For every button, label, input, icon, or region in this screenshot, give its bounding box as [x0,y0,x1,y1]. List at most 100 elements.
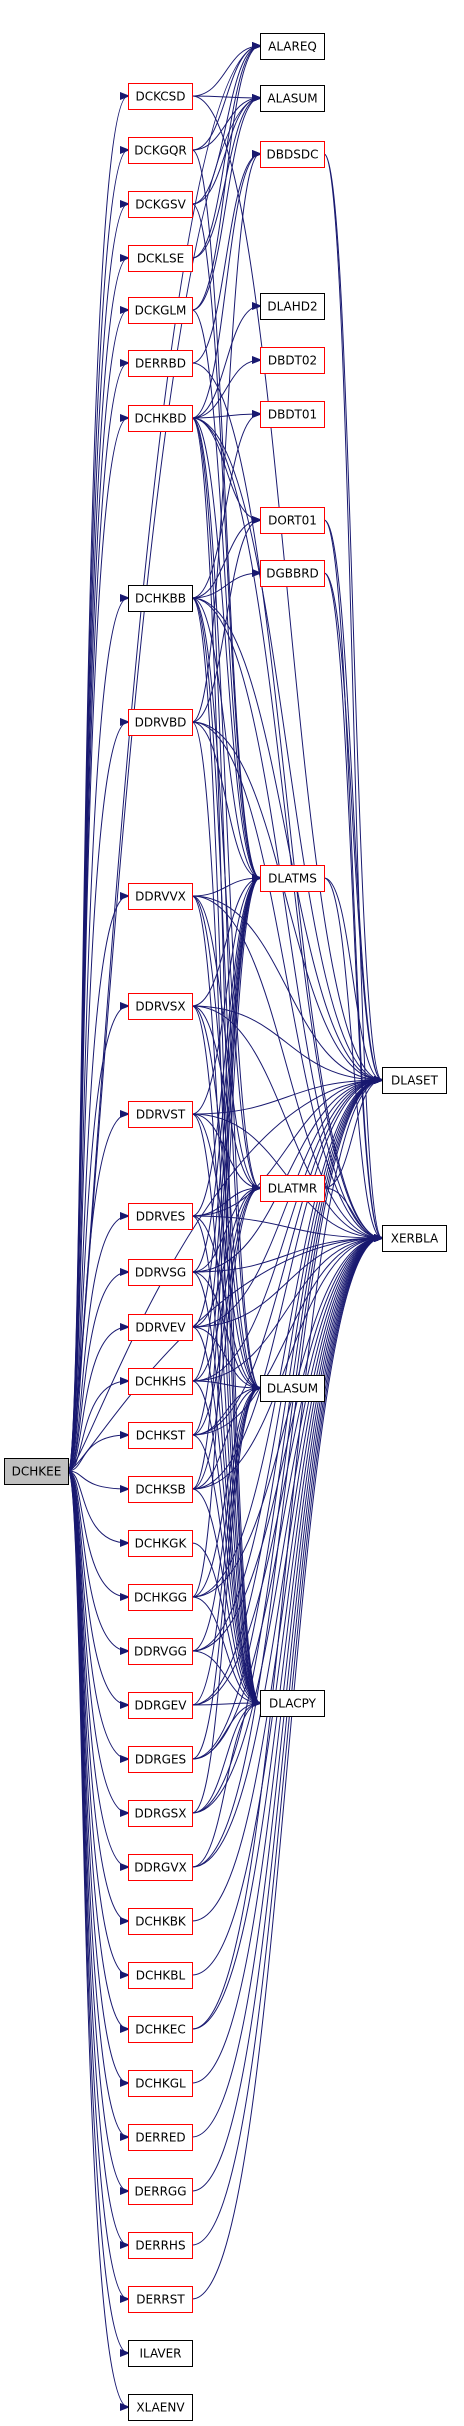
node-dchkbd[interactable]: DCHKBD [128,405,193,432]
edge-dbdsdc-to-xerbla [323,153,382,1238]
node-derrbd[interactable]: DERRBD [128,350,193,377]
edge-dlatmr-to-xerbla [323,1187,382,1238]
node-dchkhs[interactable]: DCHKHS [128,1368,193,1395]
node-label: DCHKEC [135,2023,185,2037]
node-dchksb[interactable]: DCHKSB [128,1476,193,1503]
edge-dchkbd-to-dlatmr [191,417,260,1188]
edge-dchkec-to-xerbla [191,1238,382,2030]
node-ddrgev[interactable]: DDRGEV [128,1692,193,1719]
node-dchkgk[interactable]: DCHKGK [128,1530,193,1557]
node-dort01[interactable]: DORT01 [260,507,325,534]
node-label: DLATMR [268,1182,318,1196]
node-dlatmr[interactable]: DLATMR [260,1175,325,1202]
node-box [128,350,193,377]
node-dcklse[interactable]: DCKLSE [128,245,193,272]
node-dbdt01[interactable]: DBDT01 [260,401,325,428]
node-derrgg[interactable]: DERRGG [128,2178,193,2205]
node-box [128,1854,193,1881]
edge-dchkst-to-dlaset [191,1080,382,1436]
node-dbdt02[interactable]: DBDT02 [260,347,325,374]
edge-dchkee-to-ddrvsx [67,1006,128,1472]
edge-dchkgl-to-xerbla [191,1238,382,2084]
node-xerbla[interactable]: XERBLA [382,1225,447,1252]
node-dchkbb[interactable]: DCHKBB [128,585,193,612]
node-dchkec[interactable]: DCHKEC [128,2016,193,2043]
node-box [128,585,193,612]
node-dckgsv[interactable]: DCKGSV [128,191,193,218]
node-dlacpy[interactable]: DLACPY [260,1690,325,1717]
node-ddrvst[interactable]: DDRVST [128,1101,193,1128]
edge-ddrvvx-to-dlatmr [191,895,260,1188]
node-dckcsd[interactable]: DCKCSD [128,83,193,110]
edge-ddrvvx-to-dlasum [191,895,260,1388]
edge-derrhs-to-xerbla [191,1238,382,2246]
edge-dchkbl-to-xerbla [191,1238,382,1976]
node-label: DDRVSX [135,1000,185,1014]
node-label: DDRGVX [134,1861,187,1875]
node-alareq[interactable]: ALAREQ [260,33,325,60]
node-dlahd2[interactable]: DLAHD2 [260,293,325,320]
node-ddrves[interactable]: DDRVES [128,1203,193,1230]
node-box [260,1375,325,1402]
node-label: DCHKST [136,1429,186,1443]
node-ilaver[interactable]: ILAVER [128,2340,193,2367]
node-label: DCKGSV [135,198,186,212]
node-dbdsdc[interactable]: DBDSDC [260,141,325,168]
node-dlatms[interactable]: DLATMS [260,865,325,892]
node-derrhs[interactable]: DERRHS [128,2232,193,2259]
edge-ddrvev-to-dlacpy [191,1326,260,1703]
edge-dchkbb-to-dgbbrd [191,573,260,599]
node-dgbbrd[interactable]: DGBBRD [260,560,325,587]
node-label: DDRVBD [135,716,187,730]
node-dchkbk[interactable]: DCHKBK [128,1908,193,1935]
node-dchkbl[interactable]: DCHKBL [128,1962,193,1989]
edge-derred-to-xerbla [191,1238,382,2138]
node-label: DBDT02 [268,354,317,368]
edge-ddrvbd-to-dlaset [191,721,382,1080]
edge-ddrves-to-dlacpy [191,1215,260,1703]
node-label: DCKLSE [137,252,184,266]
node-label: DLASET [391,1074,439,1088]
node-label: XERBLA [391,1232,439,1246]
node-box [128,405,193,432]
node-dckgqr[interactable]: DCKGQR [128,137,193,164]
node-label: DCKCSD [135,90,185,104]
edge-ddrvbd-to-dlacpy [191,721,260,1703]
node-dlasum[interactable]: DLASUM [260,1375,325,1402]
node-box [260,1690,325,1717]
node-ddrges[interactable]: DDRGES [128,1746,193,1773]
node-ddrvsx[interactable]: DDRVSX [128,993,193,1020]
edge-derrbd-to-dbdsdc [191,154,260,364]
node-label: DDRVEV [135,1321,186,1335]
edge-dchkee-to-ddrves [67,1216,128,1472]
node-derred[interactable]: DERRED [128,2124,193,2151]
node-derrst[interactable]: DERRST [128,2286,193,2313]
edge-dchkgg-to-dlaset [191,1080,382,1598]
node-dchkst[interactable]: DCHKST [128,1422,193,1449]
node-box [382,1067,447,1094]
node-ddrvsg[interactable]: DDRVSG [128,1259,193,1286]
edge-ddrvsx-to-xerbla [191,1005,382,1238]
node-dckglm[interactable]: DCKGLM [128,297,193,324]
node-dchkgl[interactable]: DCHKGL [128,2070,193,2097]
edge-dckcsd-to-alareq [191,46,260,97]
node-label: DDRVVX [135,890,186,904]
node-xlaenv[interactable]: XLAENV [128,2394,193,2421]
node-dlaset[interactable]: DLASET [382,1067,447,1094]
edge-dchkee-to-dchkgk [67,1470,128,1543]
edge-dchkgg-to-dlasum [191,1388,260,1598]
node-dchkgg[interactable]: DCHKGG [128,1584,193,1611]
edge-ddrvsx-to-dlacpy [191,1005,260,1703]
edge-ddrves-to-xerbla [191,1215,382,1238]
node-ddrgvx[interactable]: DDRGVX [128,1854,193,1881]
node-box [128,2286,193,2313]
node-ddrgsx[interactable]: DDRGSX [128,1800,193,1827]
node-ddrvgg[interactable]: DDRVGG [128,1638,193,1665]
edge-dlatms-to-dlaset [323,877,382,1080]
edge-dchkst-to-dlatmr [191,1188,260,1436]
node-dchkee[interactable]: DCHKEE [4,1458,69,1485]
node-alasum[interactable]: ALASUM [260,85,325,112]
node-ddrvev[interactable]: DDRVEV [128,1314,193,1341]
node-ddrvbd[interactable]: DDRVBD [128,709,193,736]
node-ddrvvx[interactable]: DDRVVX [128,883,193,910]
